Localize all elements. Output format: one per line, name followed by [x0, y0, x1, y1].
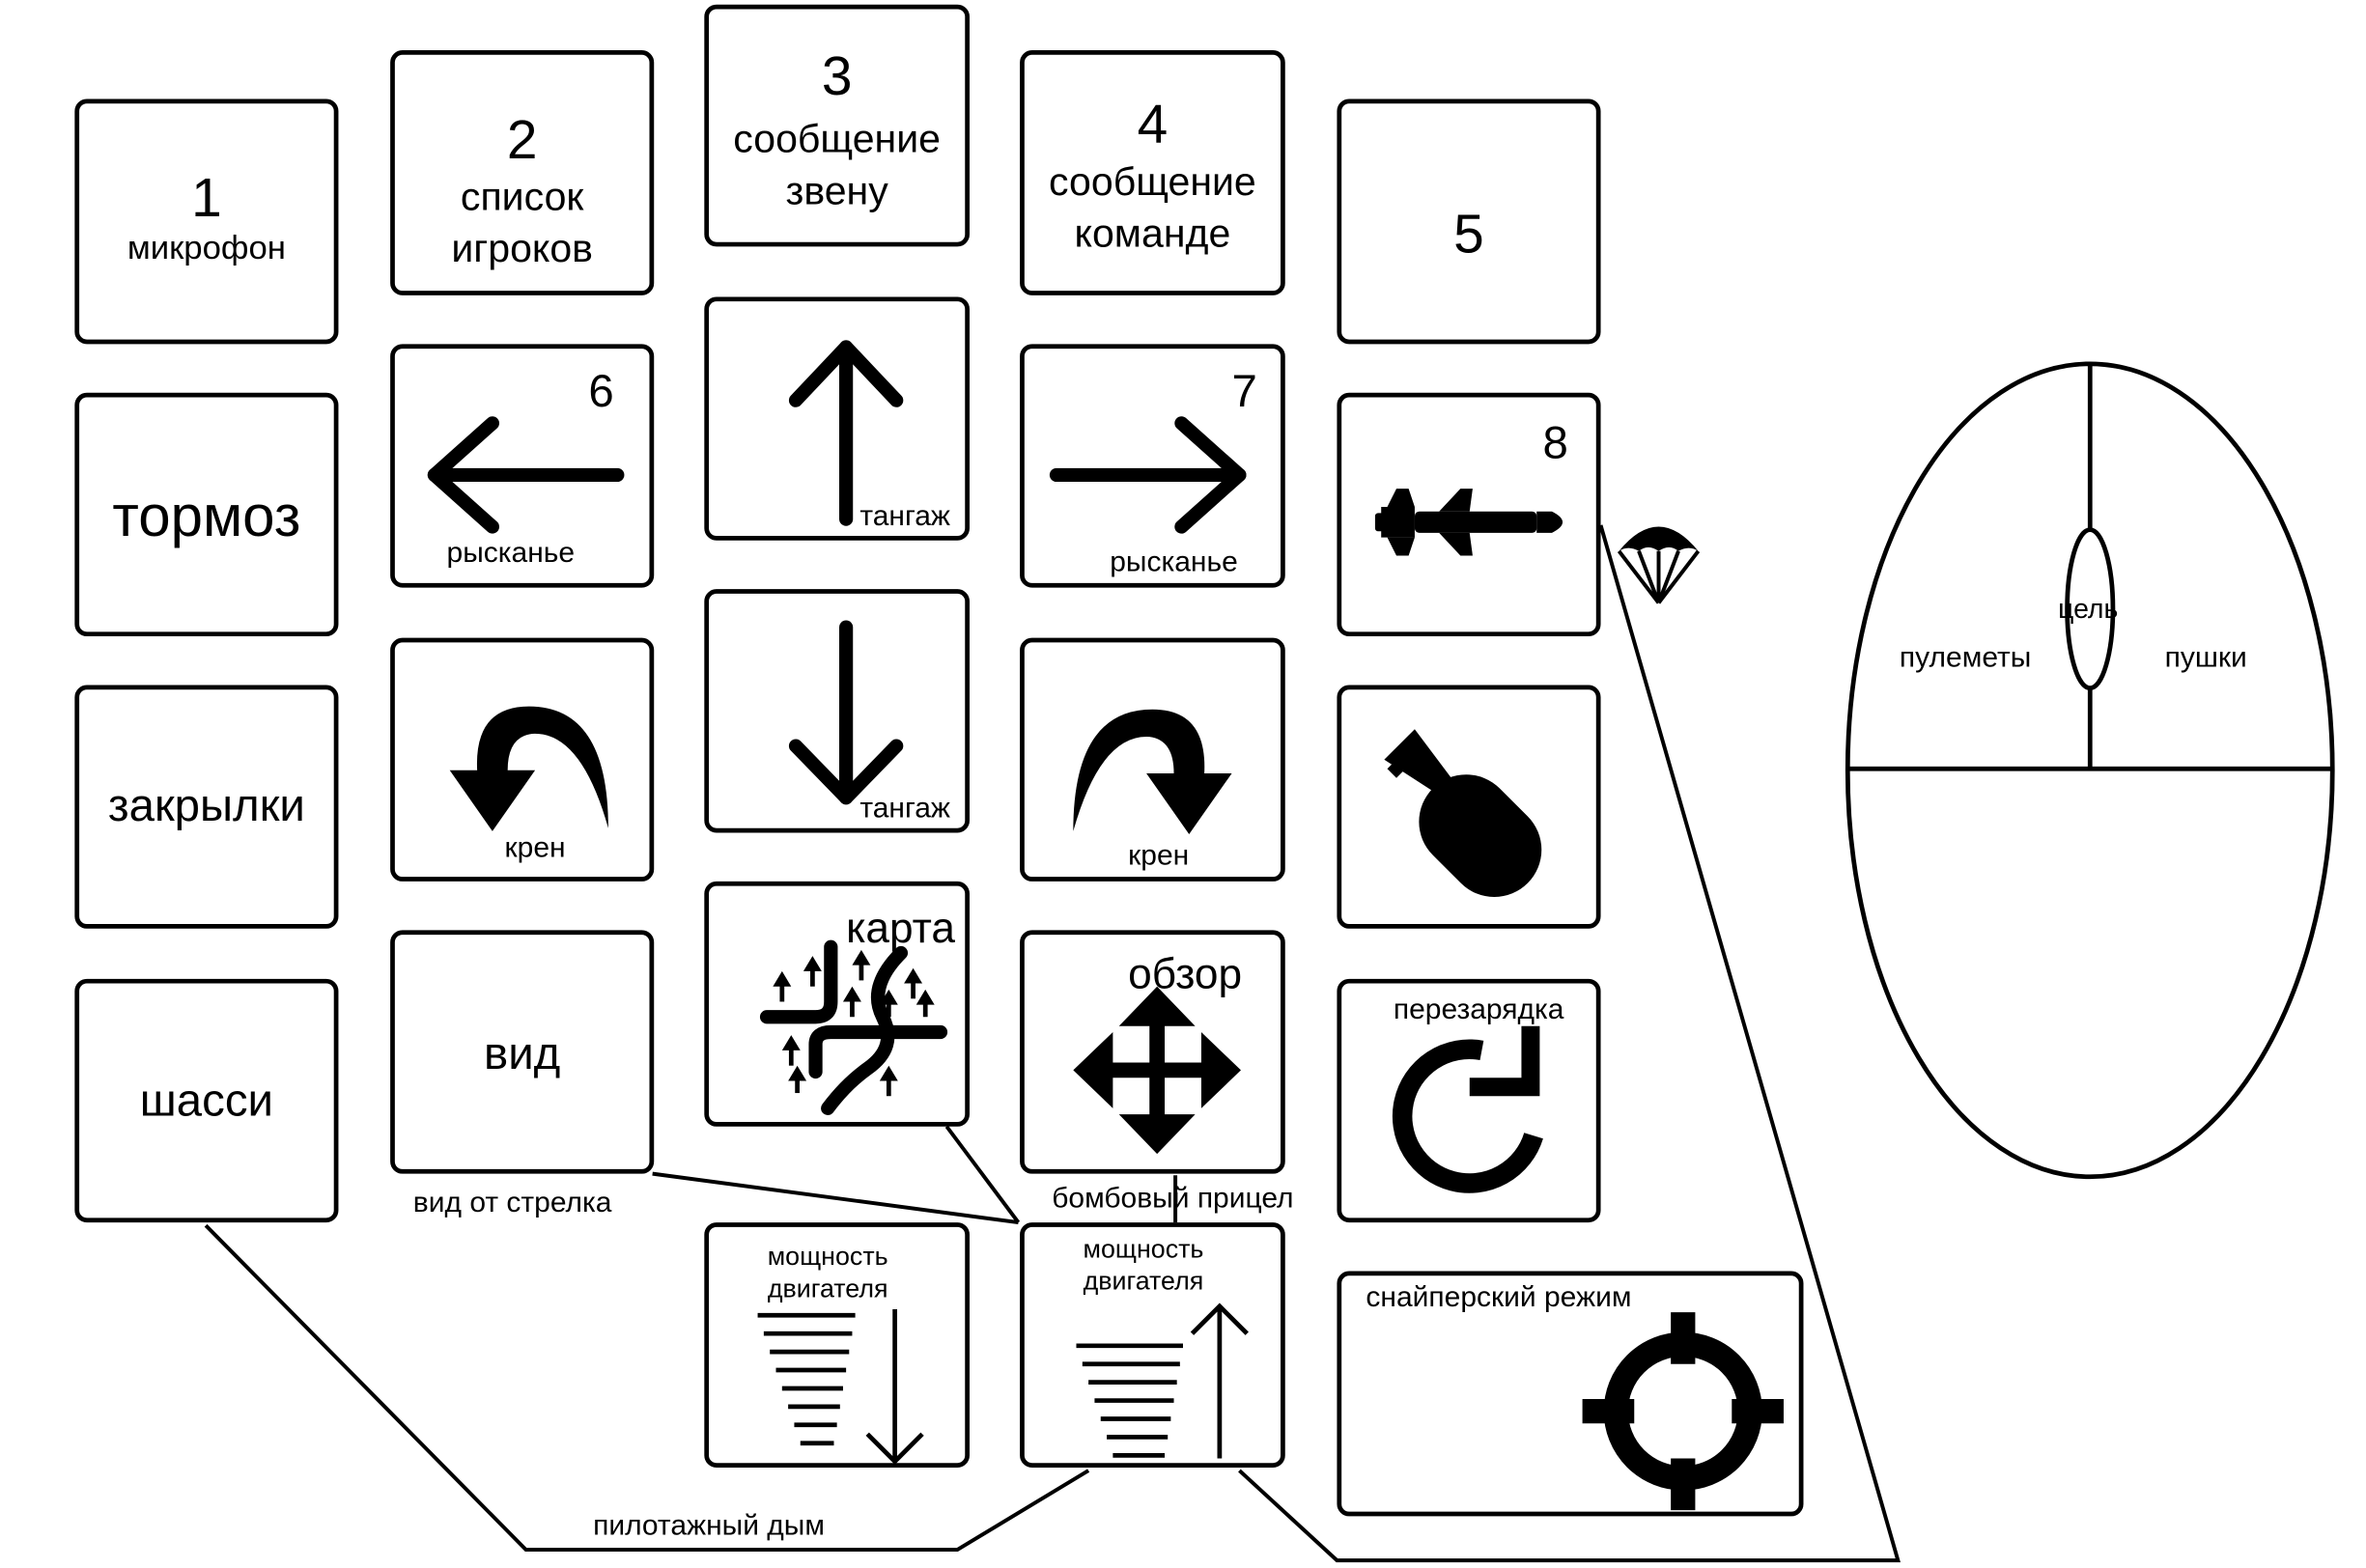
caption-gunner-view: вид от стрелка: [412, 1187, 612, 1219]
key-label: карта: [846, 904, 955, 952]
key-1-microphone[interactable]: 1 микрофон: [74, 98, 339, 345]
key-map[interactable]: карта: [704, 881, 970, 1127]
key-roll-left[interactable]: крен: [390, 637, 655, 882]
key-label-line2: двигателя: [767, 1274, 888, 1303]
roll-right-icon: [1073, 709, 1232, 835]
key-label: тангаж: [859, 793, 951, 826]
throttle-up-icon: [1076, 1302, 1249, 1459]
sniper-bracket-line: [1238, 524, 1901, 1563]
key-7-yaw-right[interactable]: 7 рысканье: [1020, 344, 1285, 588]
key-label: обзор: [1128, 949, 1243, 997]
map-icon: [759, 939, 948, 1115]
key-number: 2: [506, 107, 538, 171]
arrow-up-icon: [788, 340, 904, 526]
key-number: 1: [191, 165, 222, 229]
key-label: микрофон: [127, 228, 286, 266]
reload-icon: [1392, 1025, 1543, 1193]
mouse-diagram: пулеметы пушки цель: [1842, 359, 2339, 1181]
key-label-line1: сообщение: [733, 115, 941, 162]
key-view[interactable]: вид: [390, 930, 655, 1174]
key-label: снайперский режим: [1366, 1281, 1632, 1314]
key-number: 4: [1137, 93, 1169, 155]
caption-smoke: пилотажный дым: [593, 1510, 825, 1543]
mouse-wheel[interactable]: цель: [2058, 593, 2119, 625]
crosshair-icon: [1582, 1312, 1784, 1511]
parachute-icon: [1617, 526, 1701, 604]
key-label-line1: сообщение: [1049, 157, 1256, 205]
key-6-yaw-left[interactable]: 6 рысканье: [390, 344, 655, 588]
key-4-team-message[interactable]: 4 сообщение команде: [1020, 50, 1285, 295]
key-sniper-mode[interactable]: снайперский режим: [1337, 1271, 1804, 1517]
key-label: крен: [504, 832, 566, 865]
key-2-player-list[interactable]: 2 список игроков: [390, 50, 655, 295]
arrow-right-icon: [1049, 416, 1247, 534]
key-label: тангаж: [859, 500, 951, 533]
key-pitch-up[interactable]: тангаж: [704, 296, 970, 541]
key-bombs[interactable]: [1337, 685, 1601, 929]
gunner-view-line: [652, 1171, 1019, 1225]
key-3-flight-message[interactable]: 3 сообщение звену: [704, 4, 970, 247]
key-label-line1: мощность: [1083, 1234, 1204, 1264]
key-number: 5: [1453, 202, 1484, 266]
key-label: рысканье: [1110, 546, 1238, 579]
key-number: 6: [588, 366, 614, 418]
smoke-bracket-line: [204, 1223, 1090, 1553]
key-label: вид: [484, 1028, 561, 1079]
map-to-throttle-line: [944, 1125, 1021, 1224]
key-label: перезарядка: [1393, 994, 1564, 1026]
key-label-line1: мощность: [767, 1242, 888, 1272]
key-reload[interactable]: перезарядка: [1337, 978, 1601, 1223]
key-roll-right[interactable]: крен: [1020, 637, 1285, 882]
key-label: крен: [1128, 840, 1190, 873]
mouse-outline: [1845, 361, 2335, 1180]
key-flaps[interactable]: закрылки: [74, 685, 339, 929]
mouse-right-button[interactable]: пушки: [2164, 642, 2247, 675]
key-number: 7: [1231, 366, 1257, 418]
rocket-icon: [1374, 489, 1563, 556]
key-look-around[interactable]: обзор: [1020, 930, 1285, 1174]
key-8-rockets[interactable]: 8: [1337, 392, 1601, 637]
key-label: рысканье: [446, 537, 576, 570]
throttle-down-icon: [757, 1308, 924, 1465]
key-throttle-down[interactable]: мощность двигателя: [704, 1222, 970, 1468]
caption-bomb-sight: бомбовый прицел: [1052, 1183, 1294, 1216]
key-pitch-down[interactable]: тангаж: [704, 589, 970, 833]
key-label: тормоз: [112, 485, 301, 550]
key-label: закрылки: [107, 780, 305, 831]
roll-left-icon: [449, 706, 608, 831]
key-label-line2: звену: [785, 167, 888, 213]
key-label-line2: игроков: [451, 225, 593, 271]
key-label: шасси: [139, 1076, 273, 1127]
key-landing-gear[interactable]: шасси: [74, 978, 339, 1223]
key-label-line2: двигателя: [1083, 1266, 1204, 1296]
arrow-left-icon: [427, 416, 625, 534]
bomb-icon: [1384, 729, 1542, 897]
key-brake[interactable]: тормоз: [74, 392, 339, 637]
key-label-line1: список: [460, 173, 584, 220]
key-number: 3: [821, 43, 853, 107]
key-label-line2: команде: [1074, 210, 1231, 256]
move-icon: [1073, 986, 1241, 1155]
key-number: 8: [1542, 418, 1568, 469]
arrow-down-icon: [788, 620, 904, 805]
key-throttle-up[interactable]: мощность двигателя: [1020, 1222, 1285, 1468]
key-5[interactable]: 5: [1337, 98, 1601, 345]
mouse-left-button[interactable]: пулеметы: [1899, 642, 2032, 675]
